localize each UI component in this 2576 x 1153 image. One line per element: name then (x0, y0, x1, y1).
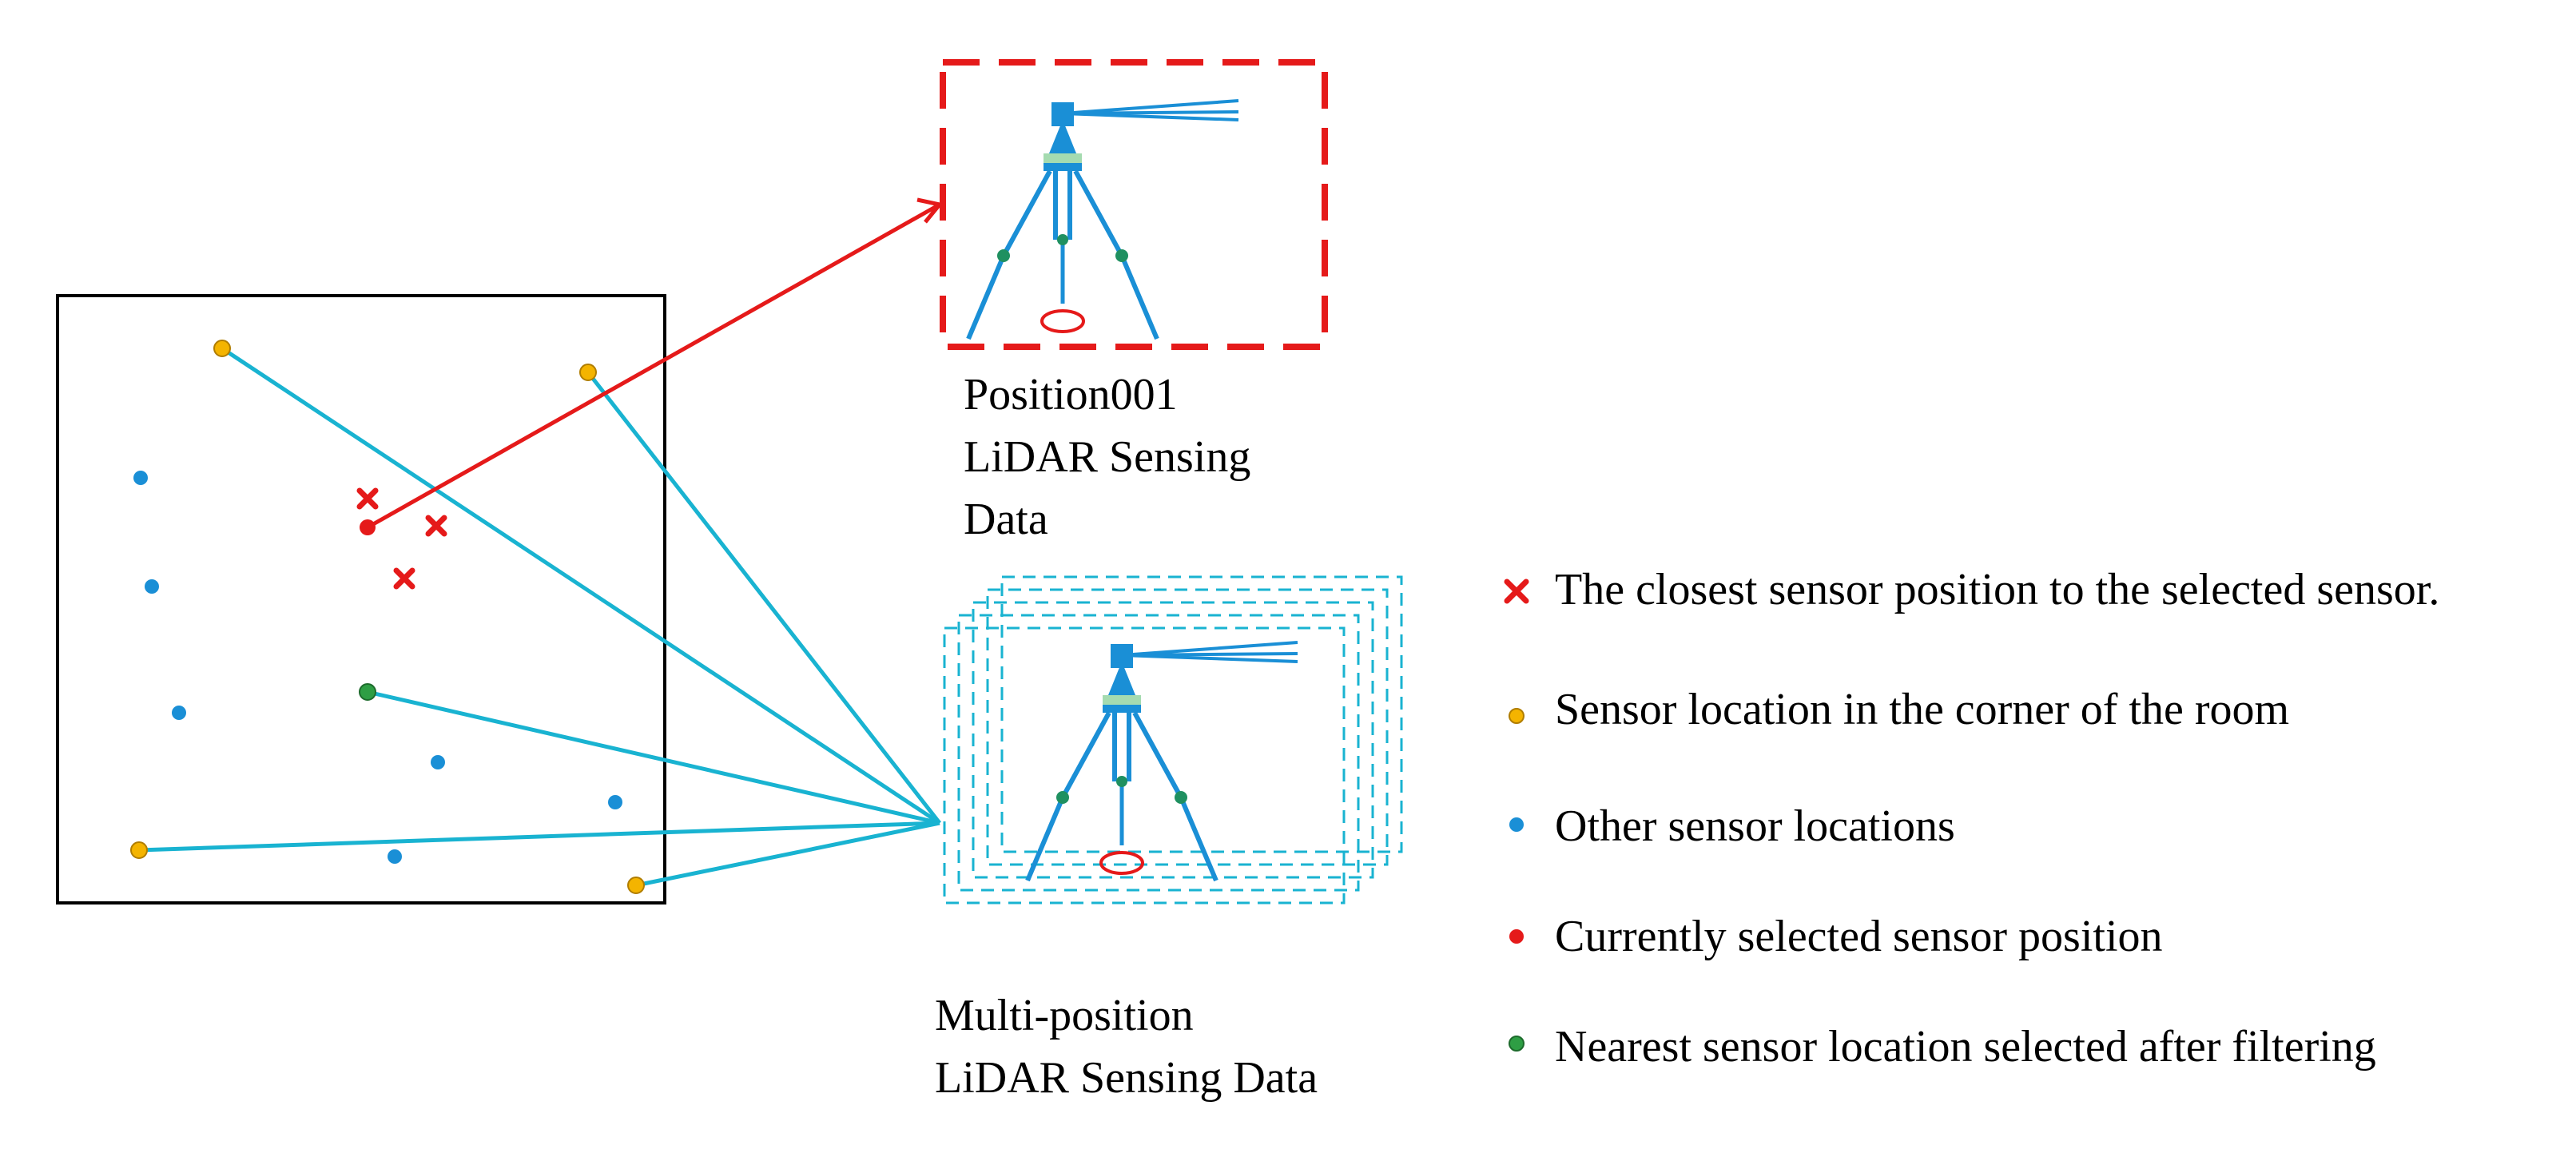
green-dot-icon (1509, 1036, 1525, 1052)
legend-text: Sensor location in the corner of the roo… (1555, 685, 2290, 734)
single-label-line: LiDAR Sensing (964, 432, 1251, 482)
link-line (138, 821, 940, 853)
single-position-label: Position001 LiDAR Sensing Data (964, 364, 1250, 551)
tripod-sensor-icon (1028, 642, 1298, 881)
legend-text: Currently selected sensor position (1555, 912, 2163, 961)
other-sensor-dot (608, 795, 622, 809)
sensor-markers (130, 340, 645, 894)
stacked-frames (943, 575, 1403, 905)
red-dot-icon (1509, 929, 1524, 944)
yellow-dot-icon (1509, 708, 1525, 724)
corner-sensor-dot (627, 877, 645, 894)
connection-lines (138, 197, 944, 888)
red-cross-icon (1504, 578, 1529, 604)
closest-sensor-cross (425, 515, 447, 537)
legend-text: The closest sensor position to the selec… (1555, 565, 2440, 614)
other-sensor-dot (133, 471, 148, 485)
closest-sensor-cross (393, 567, 415, 590)
single-label-line: Data (964, 495, 1048, 544)
selected-sensor-dot (360, 519, 376, 535)
corner-sensor-dot (130, 841, 148, 859)
single-position-panel (940, 59, 1328, 350)
dashed-frame (972, 601, 1374, 879)
cross-stroke (393, 567, 415, 590)
multi-label-line: LiDAR Sensing Data (935, 1053, 1318, 1103)
link-line (367, 690, 940, 825)
link-line (586, 371, 941, 825)
corner-sensor-dot (579, 364, 597, 381)
dashed-frame (986, 588, 1389, 866)
single-label-line: Position001 (964, 370, 1178, 419)
dashed-frame (957, 614, 1360, 892)
other-sensor-dot (172, 706, 186, 720)
corner-sensor-dot (213, 340, 231, 357)
cross-stroke (1504, 578, 1529, 604)
dashed-frame (943, 626, 1346, 905)
filtered-sensor-dot (359, 683, 376, 701)
dashed-frame (1000, 575, 1403, 853)
legend-markers (1504, 578, 1529, 1052)
multi-position-label: Multi-position LiDAR Sensing Data (935, 984, 1318, 1109)
other-sensor-dot (388, 849, 402, 864)
tripod-sensor-icon (968, 101, 1238, 339)
link-line (221, 346, 941, 825)
cross-stroke (356, 487, 379, 510)
other-sensor-dot (145, 579, 159, 594)
room-floorplan-box (56, 294, 666, 905)
link-line (635, 821, 940, 888)
multi-position-panel (943, 575, 1403, 905)
legend-text: Other sensor locations (1555, 801, 1955, 851)
blue-dot-icon (1509, 817, 1524, 832)
other-sensor-dot (431, 755, 445, 769)
closest-sensor-cross (356, 487, 379, 510)
legend-text: Nearest sensor location selected after f… (1555, 1022, 2376, 1071)
cross-stroke (425, 515, 447, 537)
selected-link-line (366, 202, 941, 530)
multi-label-line: Multi-position (935, 991, 1194, 1040)
single-position-frame (940, 59, 1328, 350)
